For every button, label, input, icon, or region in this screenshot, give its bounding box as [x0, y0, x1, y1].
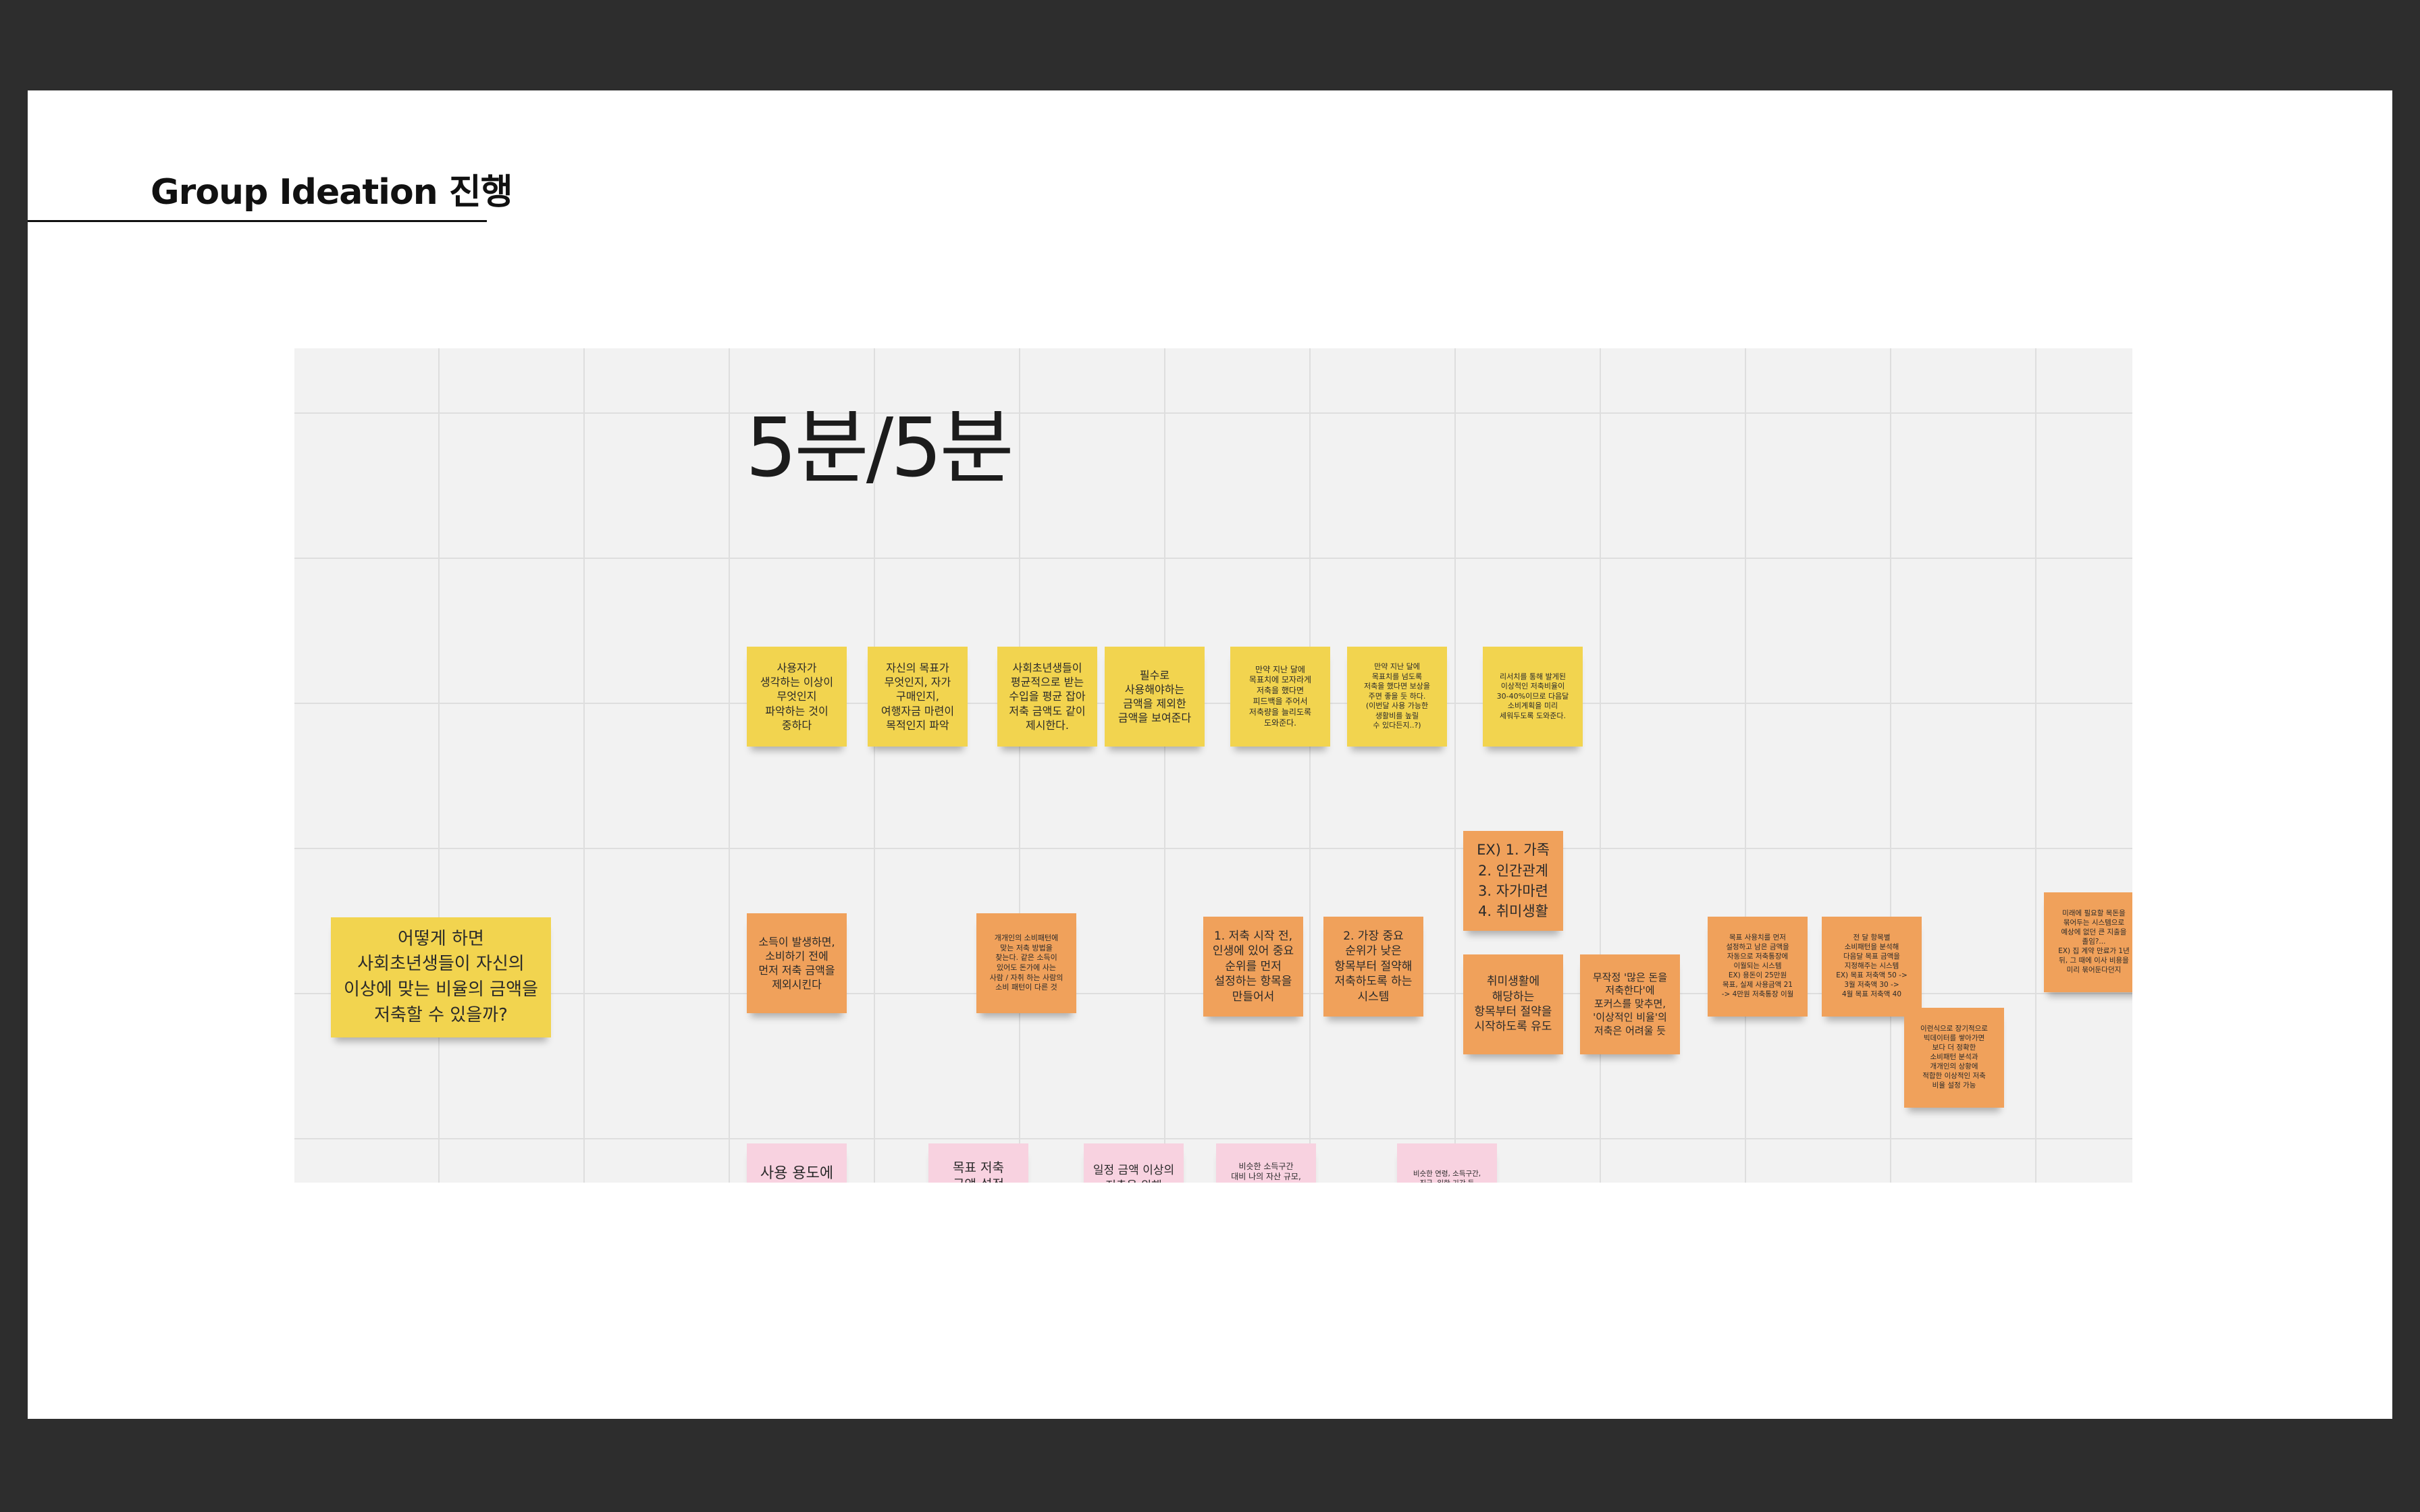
sticky-note-yellow[interactable]: 사용자가 생각하는 이상이 무엇인지 파악하는 것이 중하다	[747, 647, 847, 747]
sticky-note-orange[interactable]: EX) 1. 가족 2. 인간관계 3. 자가마련 4. 취미생활	[1463, 831, 1563, 931]
sticky-note-pink[interactable]: 비슷한 소득구간 대비 나의 자산 규모, 저축 비율 저축 패턴, 소비 패턴…	[1216, 1143, 1316, 1183]
sticky-note-pink[interactable]: 일정 금액 이상의 저축을 위해 자신에게 제일 잘 맞은 수단 찾기	[1084, 1143, 1184, 1183]
sticky-note-yellow[interactable]: 만약 지난 달에 목표치에 모자라게 저축을 했다면 피드백을 주어서 저축량을…	[1230, 647, 1330, 747]
sticky-note-pink[interactable]: 사용 용도에 따른 통장 분리	[747, 1143, 847, 1183]
sticky-note-orange[interactable]: 1. 저축 시작 전, 인생에 있어 중요 순위를 먼저 설정하는 항목을 만들…	[1203, 917, 1303, 1017]
sticky-note-orange[interactable]: 취미생활에 해당하는 항목부터 절약을 시작하도록 유도	[1463, 954, 1563, 1054]
sticky-note-orange[interactable]: 목표 사용치를 먼저 설정하고 남은 금액을 자동으로 저축통장에 이월되는 시…	[1708, 917, 1808, 1017]
whiteboard[interactable]: 5분/5분 어떻게 하면 사회초년생들이 자신의 이상에 맞는 비율의 금액을 …	[294, 348, 2132, 1183]
sticky-note-yellow[interactable]: 필수로 사용해야하는 금액을 제외한 금액을 보여준다	[1105, 647, 1205, 747]
sticky-note-orange[interactable]: 이런식으로 장기적으로 빅데이터를 쌓아가면 보다 더 정확한 소비패턴 분석과…	[1904, 1008, 2004, 1108]
sticky-note-orange[interactable]: 개개인의 소비패턴에 맞는 저축 방법을 찾는다. 같은 소득이 있어도 돈가에…	[976, 913, 1076, 1013]
question-sticky-note[interactable]: 어떻게 하면 사회초년생들이 자신의 이상에 맞는 비율의 금액을 저축할 수 …	[331, 917, 551, 1037]
sticky-note-yellow[interactable]: 사회초년생들이 평균적으로 받는 수입을 평균 잡아 저축 금액도 같이 제시한…	[997, 647, 1097, 747]
sticky-note-yellow[interactable]: 자신의 목표가 무엇인지, 자가 구매인지, 여행자금 마련이 목적인지 파악	[868, 647, 968, 747]
sticky-note-yellow[interactable]: 만약 지난 달에 목표치를 넘도록 저축을 했다면 보상을 주면 좋을 듯 하다…	[1347, 647, 1447, 747]
sticky-note-orange[interactable]: 2. 가장 중요 순위가 낮은 항목부터 절약해 저축하도록 하는 시스템	[1323, 917, 1423, 1017]
sticky-note-orange[interactable]: 전 달 항목별 소비패턴을 분석해 다음달 목표 금액을 지정해주는 시스템 E…	[1822, 917, 1922, 1017]
sticky-note-orange[interactable]: 소득이 발생하면, 소비하기 전에 먼저 저축 금액을 제외시킨다	[747, 913, 847, 1013]
slide-title: Group Ideation 진행	[151, 172, 513, 213]
timer-label: 5분/5분	[745, 402, 1014, 495]
title-underline	[28, 220, 487, 222]
slide: Group Ideation 진행 5분/5분 어떻게 하면 사회초년생들이 자…	[28, 90, 2392, 1419]
sticky-note-orange[interactable]: 미래에 필요할 목돈을 묶어두는 시스템으로 예상에 없던 큰 지출을 졸임?.…	[2044, 892, 2132, 992]
sticky-note-yellow[interactable]: 리서치를 통해 발게된 이상적인 저축비율이 30-40%이므로 다음달 소비계…	[1483, 647, 1583, 747]
sticky-note-orange[interactable]: 무작정 '많은 돈을 저축한다'에 포커스를 맞추면, '이상적인 비율'의 저…	[1580, 954, 1680, 1054]
sticky-note-pink[interactable]: 비슷한 연령, 소득구간, 직군, 일한 기간 등 여러가지 기준이 있고 사용…	[1397, 1143, 1497, 1183]
